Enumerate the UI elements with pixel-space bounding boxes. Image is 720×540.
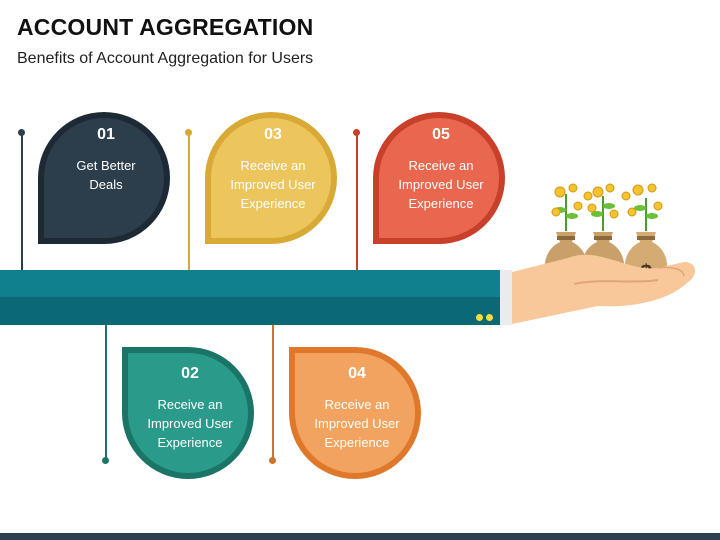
card-label: Receive an Improved User Experience — [398, 158, 484, 211]
card-label: Receive an Improved User Experience — [230, 158, 316, 211]
footer-bar — [0, 533, 720, 540]
connector-dot-05 — [353, 129, 360, 136]
card-number: 02 — [181, 365, 199, 382]
benefit-card-02: 02 Receive an Improved User Experience — [118, 343, 258, 483]
hand-holding-money-bags-icon: $ $ — [512, 183, 696, 324]
teardrop-shape — [205, 112, 337, 244]
connector-dot-04 — [269, 457, 276, 464]
connector-line-01 — [21, 133, 23, 270]
teardrop-shape — [122, 347, 254, 479]
connector-line-04 — [272, 325, 274, 461]
connector-dot-02 — [102, 457, 109, 464]
benefit-card-04: 04 Receive an Improved User Experience — [285, 343, 425, 483]
connector-line-03 — [188, 133, 190, 270]
card-number: 03 — [264, 126, 282, 143]
cufflink-dot — [486, 314, 493, 321]
card-number: 01 — [97, 126, 115, 143]
teardrop-shape — [38, 112, 170, 244]
sleeve-cuff — [500, 270, 512, 325]
connector-dot-03 — [185, 129, 192, 136]
card-label: Receive an Improved User Experience — [147, 397, 233, 450]
card-label: Get Better Deals — [76, 158, 136, 192]
connector-line-02 — [105, 325, 107, 461]
card-label: Receive an Improved User Experience — [314, 397, 400, 450]
timeline-band-shadow — [0, 297, 500, 325]
teardrop-shape — [289, 347, 421, 479]
benefit-card-03: 03 Receive an Improved User Experience — [201, 108, 341, 248]
teardrop-shape — [373, 112, 505, 244]
page-title: ACCOUNT AGGREGATION — [17, 14, 314, 40]
card-number: 04 — [348, 365, 366, 382]
cufflink-dot — [476, 314, 483, 321]
benefit-card-05: 05 Receive an Improved User Experience — [369, 108, 509, 248]
connector-dot-01 — [18, 129, 25, 136]
timeline-band — [0, 270, 500, 297]
page-subtitle: Benefits of Account Aggregation for User… — [17, 50, 314, 67]
benefit-card-01: 01 Get Better Deals — [34, 108, 174, 248]
connector-line-05 — [356, 133, 358, 270]
card-number: 05 — [432, 126, 450, 143]
